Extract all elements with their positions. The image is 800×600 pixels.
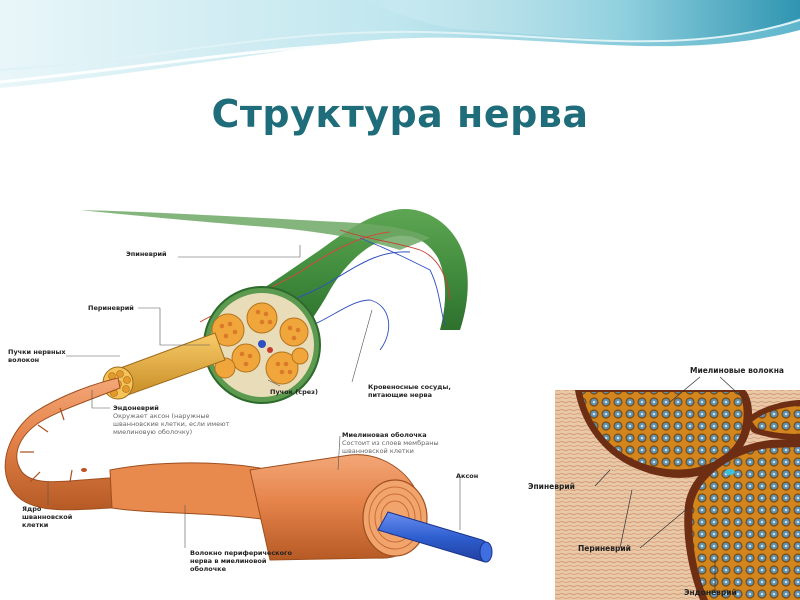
label-fascicle-section: Пучок (срез)	[270, 388, 318, 396]
slide-title: Структура нерва	[211, 92, 589, 136]
fascicles-in-section	[211, 302, 309, 385]
label-endoneurium: Эндоневрий Окружает аксон (наружные шван…	[113, 404, 230, 436]
label-myelin-sheath: Миелиновая оболочка Состоит из слоев мем…	[342, 431, 439, 455]
header-wave-decoration	[0, 0, 800, 88]
label-blood-vessels: Кровеносные сосуды, питающие нерва	[368, 383, 451, 399]
label-right-endoneurium: Эндоневрий	[684, 588, 737, 597]
label-fascicles: Пучки нервных волокон	[8, 348, 66, 364]
label-schwann-nucleus: Ядро шванновской клетки	[22, 505, 73, 529]
label-epineurium: Эпиневрий	[126, 250, 167, 258]
label-right-epineurium: Эпиневрий	[528, 482, 575, 491]
label-fiber: Волокно периферического нерва в миелинов…	[190, 549, 292, 573]
label-perineurium: Периневрий	[88, 304, 134, 312]
label-right-perineurium: Периневрий	[578, 544, 631, 553]
label-myelinated-fibers: Миелиновые волокна	[690, 366, 784, 375]
label-axon: Аксон	[456, 472, 479, 480]
